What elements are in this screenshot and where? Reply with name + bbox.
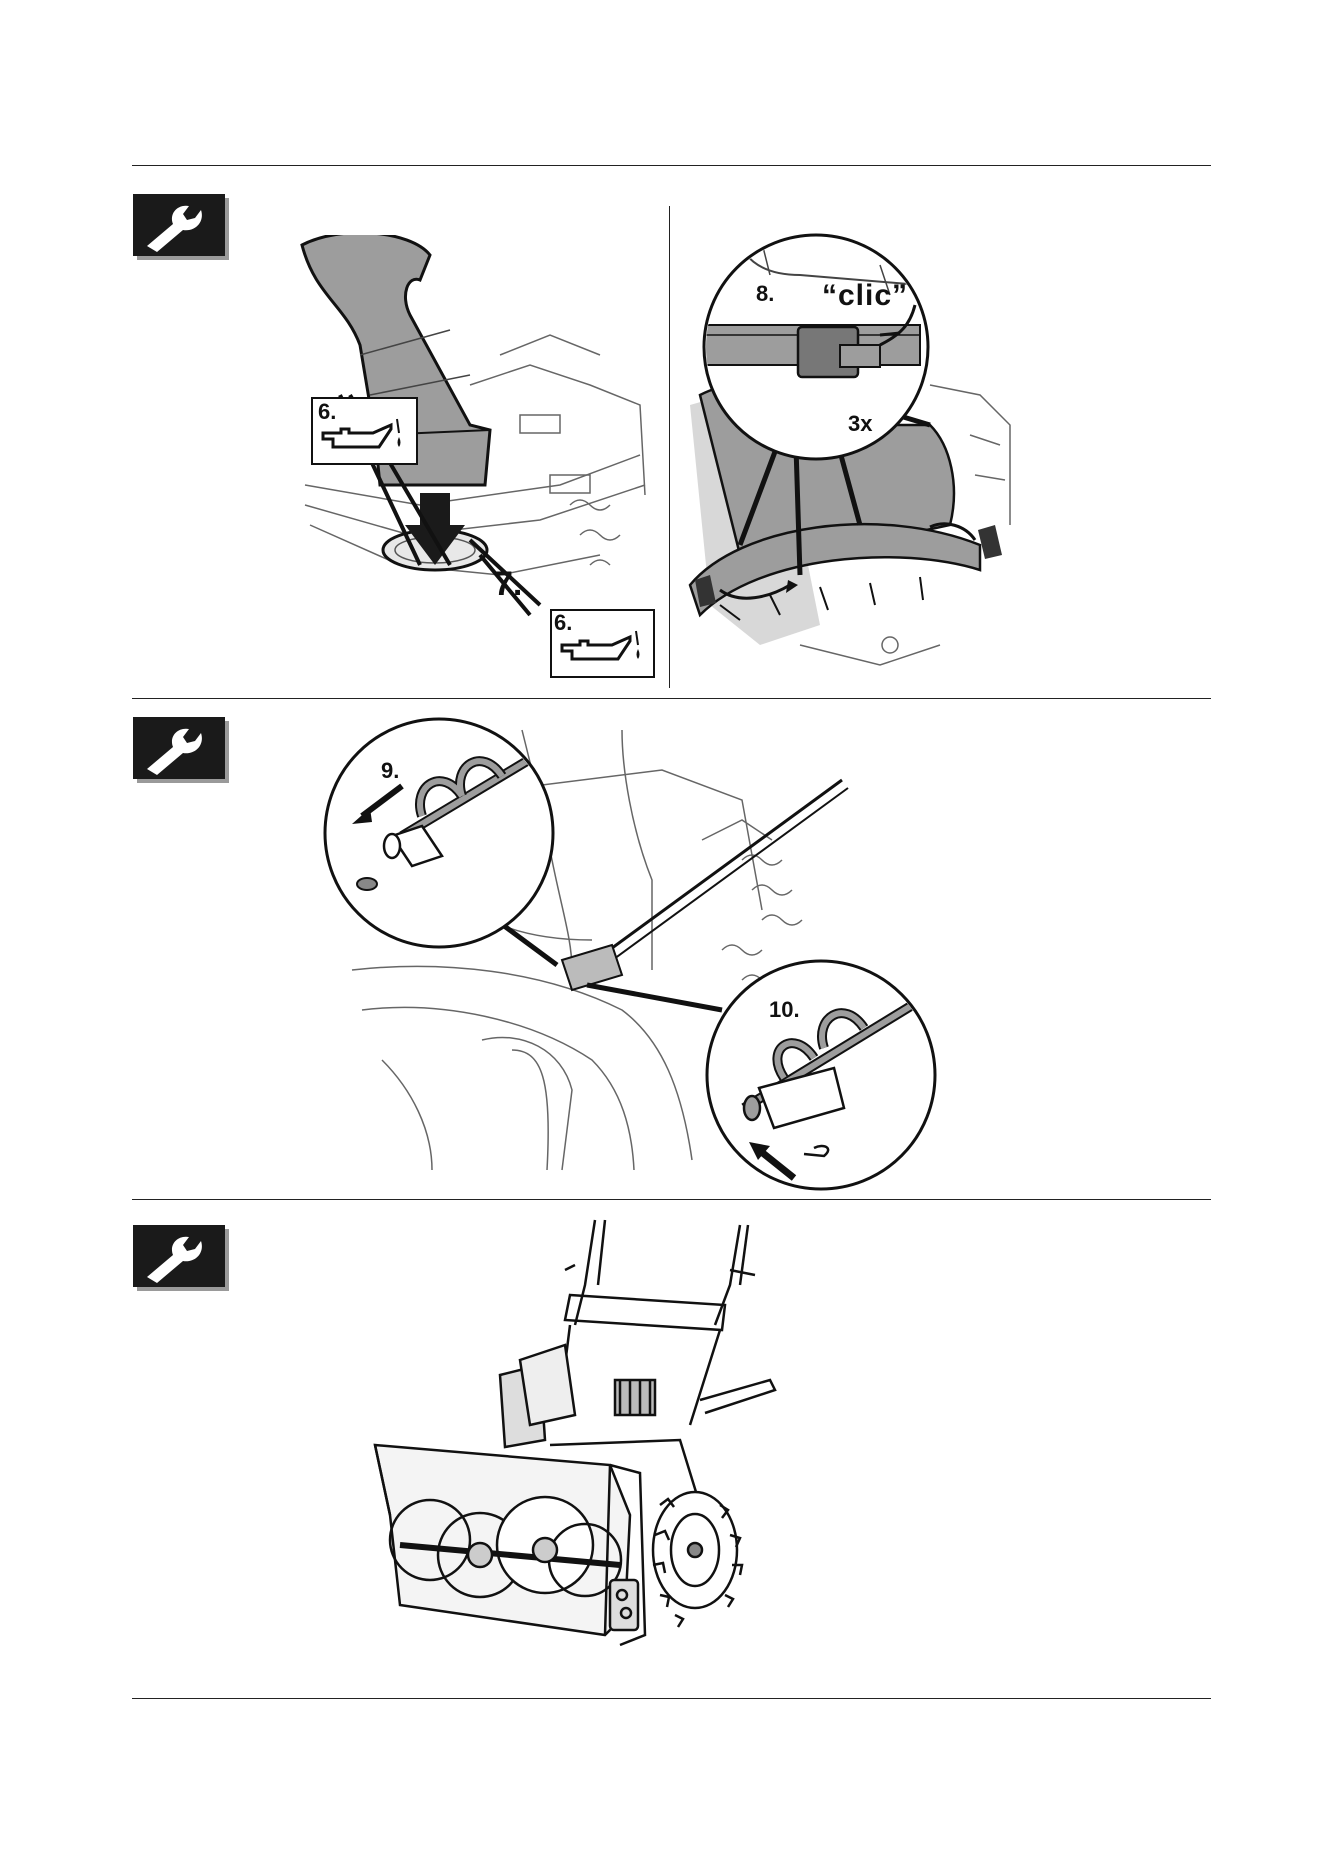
remove-pin-detail bbox=[322, 716, 556, 950]
step-remove-label: 9. bbox=[381, 758, 399, 784]
snow-blower-illustration bbox=[370, 1215, 780, 1670]
top-rule bbox=[132, 165, 1211, 166]
step-oil-label-top: 6. bbox=[318, 399, 336, 425]
wrench-icon bbox=[133, 717, 229, 783]
step-insert-label: 7. bbox=[494, 565, 522, 604]
step-oil-label-bottom: 6. bbox=[554, 610, 572, 636]
insert-pin-detail bbox=[704, 958, 938, 1192]
bottom-rule bbox=[132, 1698, 1211, 1699]
wrench-icon bbox=[133, 1225, 229, 1291]
step-insert-pin-label: 10. bbox=[769, 997, 800, 1023]
step-click-label: 8. bbox=[756, 281, 774, 307]
section-divider-1 bbox=[132, 698, 1211, 699]
section-divider-2 bbox=[132, 1199, 1211, 1200]
panel-separator bbox=[669, 206, 670, 688]
repeat-count-label: 3x bbox=[848, 411, 872, 437]
wrench-icon bbox=[133, 194, 229, 260]
click-sound-label: “clic” bbox=[822, 279, 908, 313]
